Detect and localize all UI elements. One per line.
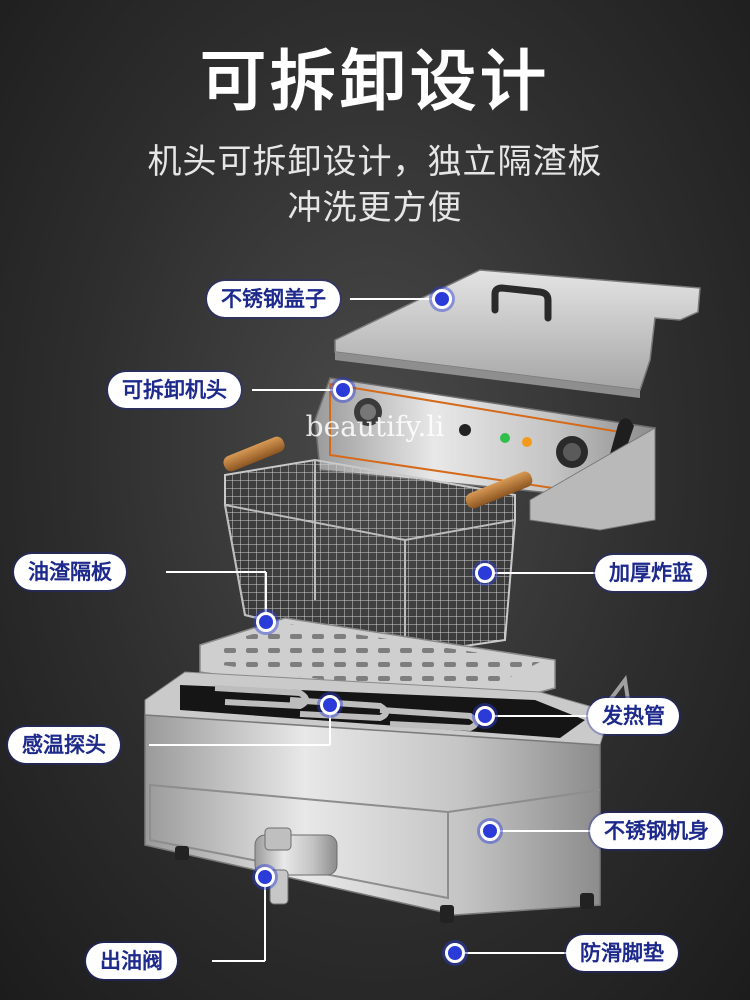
callout-basket: 加厚炸蓝 — [595, 555, 707, 591]
watermark-text: beautify.li — [305, 410, 445, 443]
valve-graphic — [254, 827, 338, 905]
basket-marker-dot — [475, 563, 495, 583]
callout-lid: 不锈钢盖子 — [207, 281, 340, 317]
subtitle-line-1: 机头可拆卸设计，独立隔渣板 — [147, 142, 603, 182]
callout-filter-plate: 油渣隔板 — [14, 554, 126, 590]
body-graphic — [144, 714, 601, 923]
callout-feet: 防滑脚垫 — [566, 935, 678, 971]
callout-heating-tube: 发热管 — [588, 698, 679, 734]
page-title: 可拆卸设计 — [200, 43, 550, 120]
callout-body: 不锈钢机身 — [590, 813, 723, 849]
probe-marker-dot — [320, 695, 340, 715]
leader-lines — [149, 298, 595, 962]
callout-probe: 感温探头 — [8, 727, 120, 763]
lid-marker-dot — [432, 289, 452, 309]
control-head-graphic — [314, 377, 656, 531]
lid-graphic — [334, 269, 701, 398]
heating-tube-marker-dot — [475, 706, 495, 726]
callout-head: 可拆卸机头 — [108, 372, 241, 408]
body-marker-dot — [480, 821, 500, 841]
callout-valve: 出油阀 — [86, 943, 177, 979]
filter-plate-marker-dot — [256, 612, 276, 632]
feet-marker-dot — [445, 943, 465, 963]
subtitle-line-2: 冲洗更方便 — [287, 188, 463, 228]
valve-marker-dot — [255, 867, 275, 887]
head-marker-dot — [333, 380, 353, 400]
